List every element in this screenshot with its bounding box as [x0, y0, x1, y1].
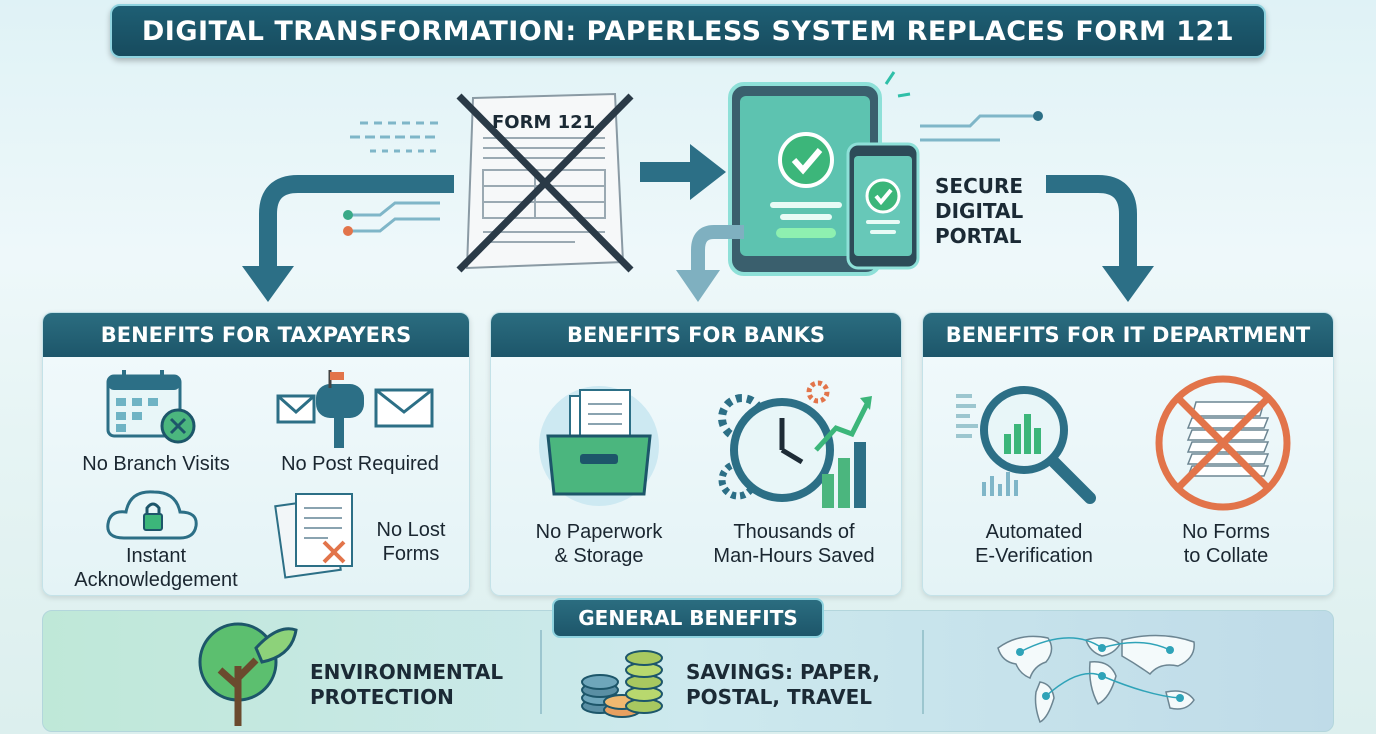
- label-man-hours-saved: Thousands of Man-Hours Saved: [696, 520, 892, 568]
- clock-growth-icon: [718, 380, 872, 508]
- label-no-forms: No Forms: [1182, 521, 1270, 543]
- label-savings-line-1: SAVINGS: PAPER,: [686, 660, 880, 684]
- magnifier-chart-icon: [956, 386, 1096, 504]
- label-instant: Instant: [125, 545, 187, 567]
- label-forms: Forms: [382, 543, 440, 565]
- panel-it-title: BENEFITS FOR IT DEPARTMENT: [945, 323, 1311, 347]
- panel-taxpayers-header: BENEFITS FOR TAXPAYERS: [43, 313, 469, 357]
- page-title: DIGITAL TRANSFORMATION: PAPERLESS SYSTEM…: [141, 15, 1235, 47]
- portal-label-line-1: SECURE: [935, 174, 1024, 198]
- tablet-phone-portal-icon: [728, 82, 920, 276]
- panel-taxpayers: BENEFITS FOR TAXPAYERS: [42, 312, 470, 596]
- file-drawer-icon: [539, 386, 659, 506]
- label-no-paperwork-line-2: & Storage: [554, 545, 644, 567]
- cloud-lock-icon: [106, 490, 198, 540]
- label-no-post-required: No Post Required: [281, 453, 439, 475]
- label-instant-acknowledgement: Instant Acknowledgement: [48, 544, 264, 592]
- label-e-verification: E-Verification: [975, 545, 1093, 567]
- label-no-paperwork-line-1: No Paperwork: [535, 521, 663, 543]
- curved-arrow-left-icon: [242, 175, 454, 302]
- label-no-lost-forms: No Lost Forms: [356, 518, 466, 566]
- panel-taxpayers-title: BENEFITS FOR TAXPAYERS: [100, 323, 412, 347]
- arrow-right-icon: [640, 144, 726, 200]
- label-automated: Automated: [985, 521, 1083, 543]
- general-divider-1: [540, 630, 542, 714]
- label-man-hours-line-2: Man-Hours Saved: [713, 545, 875, 567]
- label-no-paperwork: No Paperwork & Storage: [510, 520, 688, 568]
- label-savings-line-2: POSTAL, TRAVEL: [686, 685, 872, 709]
- circuit-lines-right-icon: [884, 71, 1043, 142]
- label-environmental-protection: ENVIRONMENTAL PROTECTION: [310, 660, 503, 710]
- portal-label-line-2: DIGITAL: [935, 199, 1024, 223]
- world-network-icon: [997, 634, 1195, 724]
- label-environmental: ENVIRONMENTAL: [310, 660, 504, 684]
- circuit-lines-left-icon: [343, 121, 440, 236]
- crossed-stack-icon: [1155, 375, 1291, 511]
- calendar-x-icon: [106, 370, 196, 444]
- panel-banks-title: BENEFITS FOR BANKS: [566, 323, 826, 347]
- panel-banks-header: BENEFITS FOR BANKS: [491, 313, 901, 357]
- general-benefits-header: GENERAL BENEFITS: [552, 598, 824, 638]
- curved-arrow-middle-icon: [676, 225, 744, 302]
- form-label: FORM 121: [492, 112, 596, 133]
- label-to-collate: to Collate: [1183, 545, 1269, 567]
- label-protection: PROTECTION: [310, 685, 454, 709]
- crossed-form-121-icon: [456, 92, 634, 273]
- label-man-hours-line-1: Thousands of: [733, 521, 855, 543]
- label-no-branch-visits: No Branch Visits: [82, 453, 230, 475]
- label-no-lost: No Lost: [376, 519, 446, 541]
- coins-icon: [581, 650, 663, 718]
- mailbox-icon: [276, 370, 434, 448]
- label-no-forms-to-collate: No Forms to Collate: [1136, 520, 1316, 568]
- panel-it-header: BENEFITS FOR IT DEPARTMENT: [923, 313, 1333, 357]
- page-title-bar: DIGITAL TRANSFORMATION: PAPERLESS SYSTEM…: [110, 4, 1266, 58]
- curved-arrow-right-icon: [1046, 175, 1154, 302]
- label-acknowledgement: Acknowledgement: [74, 569, 238, 591]
- tree-icon: [198, 622, 298, 726]
- general-divider-2: [922, 630, 924, 714]
- label-savings: SAVINGS: PAPER, POSTAL, TRAVEL: [686, 660, 880, 710]
- portal-label: SECURE DIGITAL PORTAL: [935, 174, 1023, 249]
- label-automated-e-verification: Automated E-Verification: [944, 520, 1124, 568]
- lost-document-icon: [274, 493, 353, 579]
- general-benefits-title: GENERAL BENEFITS: [578, 606, 798, 630]
- portal-label-line-3: PORTAL: [935, 224, 1022, 248]
